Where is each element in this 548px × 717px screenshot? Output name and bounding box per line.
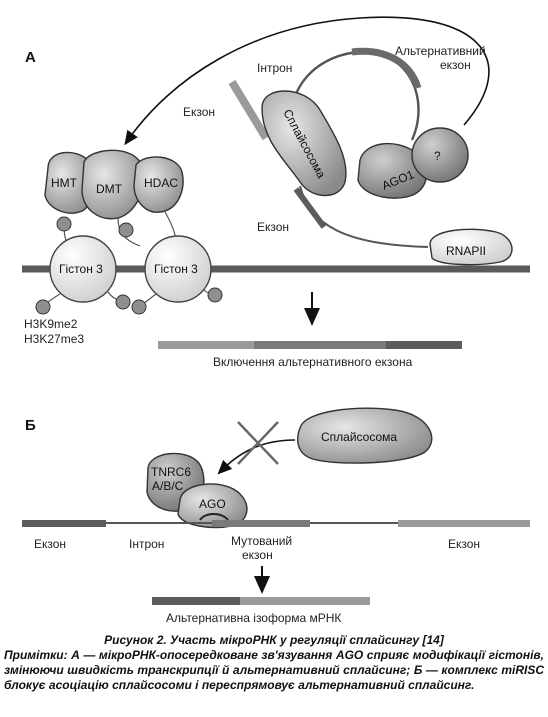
hdac-protein [133,156,184,213]
histone-tail-mark [207,287,223,303]
lower-exon-bar [293,187,327,229]
caption-title: Рисунок 2. Участь мікроРНК у регуляції с… [104,633,444,647]
spliceosome-label-b: Сплайсосома [321,430,397,444]
histone-tail-mark [35,299,51,315]
mark-h3k27me3: H3K27me3 [24,332,84,346]
hmt-label: HMT [51,176,78,190]
result-label-b: Альтернативна ізоформа мРНК [166,611,341,625]
spliceosome-b [297,407,433,464]
intron-label-a: Інтрон [257,61,292,75]
splicing-figure: A Сплайсосома AGO1 ? RNAPII HMT DMT HDAC… [22,16,530,625]
result-label-a: Включення альтернативного екзона [213,355,413,369]
feedback-arrow [124,16,490,146]
mrna-a-exon2 [386,341,462,349]
rnapii-label: RNAPII [446,244,486,258]
unknown-label: ? [434,149,441,163]
histone-tail-mark [118,222,134,238]
ago-label: AGO [199,497,226,511]
mirna-strand [199,513,229,521]
mrna-a-exon1 [158,341,254,349]
mutated-exon-label-1: Мутований [231,534,292,548]
alt-exon-label-1: Альтернативний [395,44,486,58]
tnrc6-label-1: TNRC6 [151,465,191,479]
mark-h3k9me2: H3K9me2 [24,317,78,331]
tnrc6-label-2: A/B/C [152,479,184,493]
mutated-exon-label-2: екзон [242,548,273,562]
intron-bar [228,79,270,141]
dmt-label: DMT [96,182,123,196]
intron-label-b: Інтрон [129,537,164,551]
mrna-b-exon1 [152,597,240,605]
rnapii-protein [429,228,513,266]
histone-tail-mark [131,299,147,315]
alt-exon-label-2: екзон [440,58,471,72]
histone-tail-mark [56,216,72,232]
ago-protein [177,483,248,529]
mutated-exon-b [212,520,310,527]
exon-label-upper: Екзон [183,105,215,119]
mrna-b-exon2 [240,597,370,605]
hdac-label: HDAC [144,176,178,190]
panel-a-letter: A [25,49,36,66]
histone-h3-left [49,235,117,303]
exon-left-b [22,520,106,527]
panel-b-letter: Б [25,417,36,434]
caption-notes: Примітки: А — мікроРНК-опосередковане зв… [4,648,544,692]
mrna-a-alt-exon [254,341,386,349]
exon-right-b [398,520,530,527]
block-cross-2 [237,421,279,465]
alternative-exon-arc [351,47,422,90]
exon-right-label-b: Екзон [448,537,480,551]
spliceosome-a [261,90,347,197]
figure-caption: Рисунок 2. Участь мікроРНК у регуляції с… [4,633,544,693]
ago1-protein [357,142,428,199]
histone-right-label: Гістон 3 [154,262,198,276]
exon-label-lower: Екзон [257,220,289,234]
histone-left-label: Гістон 3 [59,262,103,276]
histone-tail-mark [115,294,131,310]
exon-left-label-b: Екзон [34,537,66,551]
unknown-protein [411,127,469,183]
histone-h3-right [144,235,212,303]
